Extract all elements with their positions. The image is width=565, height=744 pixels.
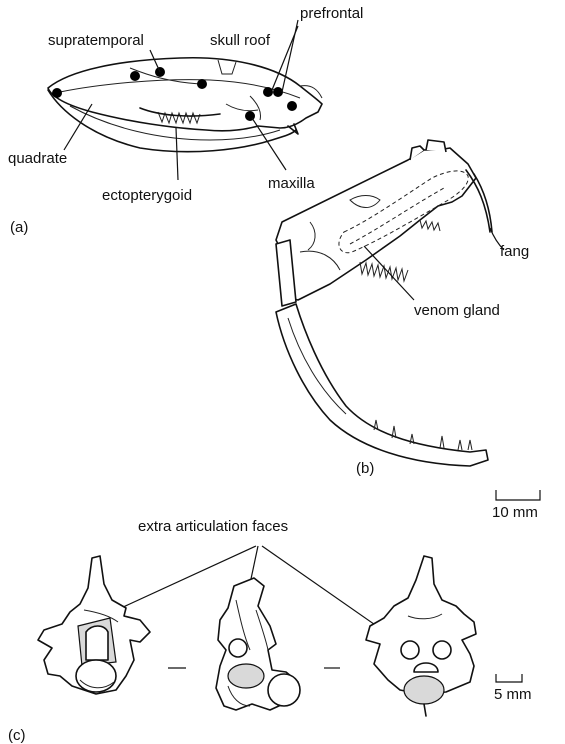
maxilla-label: maxilla: [268, 175, 315, 192]
extra-articulation-faces-label: extra articulation faces: [138, 518, 288, 535]
supratemporal-label: supratemporal: [48, 32, 144, 49]
scale-bar-5mm: [496, 674, 522, 682]
prefrontal-label: prefrontal: [300, 5, 363, 22]
scale-bar-10mm: [496, 490, 540, 500]
fang-label: fang: [500, 243, 529, 260]
venom-gland-label: venom gland: [414, 302, 500, 319]
panel-c-vertebrae: [38, 546, 476, 716]
ectopterygoid-label: ectopterygoid: [102, 187, 192, 204]
scale-5mm-label: 5 mm: [494, 686, 532, 703]
scale-10mm-label: 10 mm: [492, 504, 538, 521]
panel-b-tag: (b): [356, 460, 374, 477]
panel-a-tag: (a): [10, 219, 28, 236]
quadrate-label: quadrate: [8, 150, 67, 167]
skull-roof-label: skull roof: [210, 32, 271, 49]
panel-c-tag: (c): [8, 727, 26, 744]
